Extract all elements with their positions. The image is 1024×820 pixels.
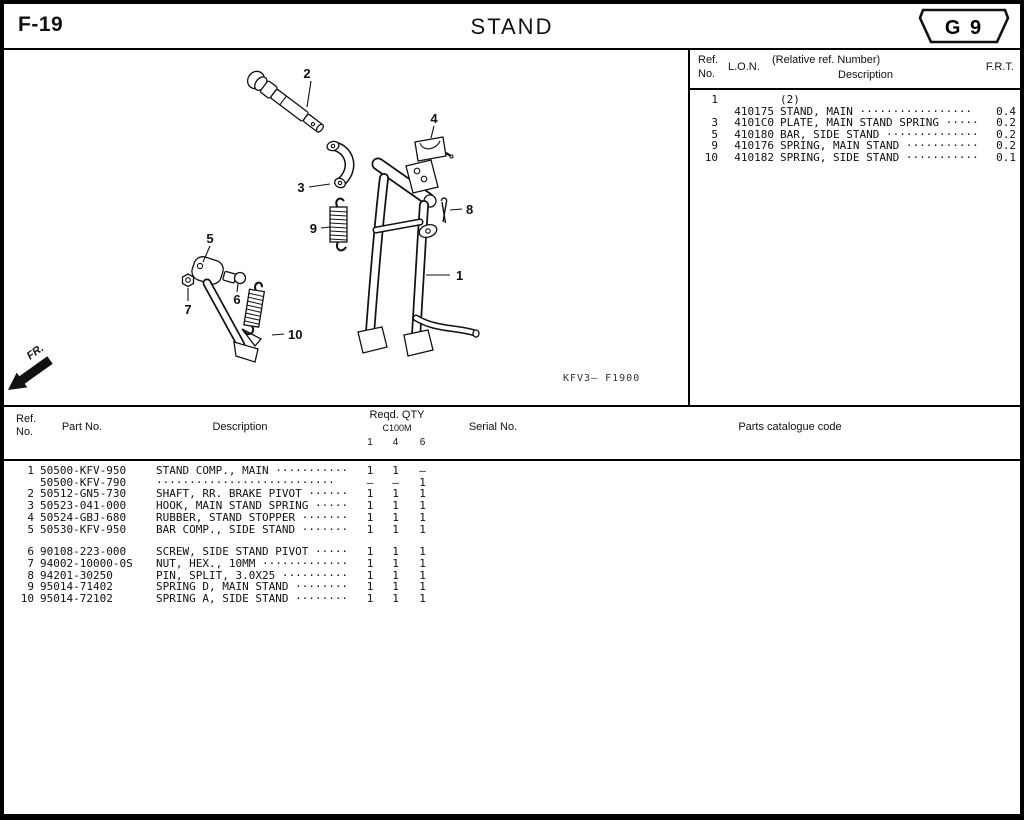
reqd-qty-header: Reqd. QTY <box>369 409 425 421</box>
frt-col-header: F.R.T. <box>985 61 1014 73</box>
pivot-screw-part <box>222 270 247 285</box>
side-stand-part <box>191 256 263 363</box>
reference-table-panel: Ref. No. L.O.N. (Relative ref. Number) D… <box>688 50 1020 405</box>
callout-2: 2 <box>303 66 310 81</box>
callout-leaders <box>187 80 463 336</box>
leader-dots: ················· <box>859 105 973 118</box>
model-code-header: C100M <box>382 423 412 433</box>
callout-7: 7 <box>184 302 191 317</box>
table-row: 1(2) <box>711 93 800 106</box>
leader-dots: ········ <box>295 593 349 605</box>
leader-dots: ····· <box>314 546 349 558</box>
leader-dots: ··········· <box>905 151 979 164</box>
leader-dots: ··········· <box>905 140 979 152</box>
ref-col-header-line1: Ref. <box>16 413 37 425</box>
qty-col-6: 6 <box>419 437 426 448</box>
diagram-code: KFV3— F1900 <box>563 373 640 384</box>
reference-table-header: Ref. No. L.O.N. (Relative ref. Number) D… <box>690 50 1020 90</box>
leader-dots: ·············· <box>885 128 979 141</box>
fr-arrow: FR. <box>8 342 53 390</box>
callout-8: 8 <box>466 202 473 217</box>
callout-5: 5 <box>206 231 213 246</box>
parts-catalogue-code-header: Parts catalogue code <box>738 421 842 433</box>
callout-9: 9 <box>310 221 317 236</box>
main-stand-part <box>357 157 480 357</box>
relative-ref-header: (Relative ref. Number) <box>772 54 881 66</box>
leader-dots: ······ <box>308 488 349 501</box>
serial-no-col-header: Serial No. <box>468 421 518 433</box>
leader-dots: ····· <box>945 117 979 129</box>
qty-col-1: 1 <box>367 437 373 448</box>
leader-dots: ····· <box>314 500 349 512</box>
block-ref-label: G 9 <box>945 17 983 39</box>
callout-4: 4 <box>430 111 438 126</box>
ref-col-header-line1: Ref. <box>698 54 719 66</box>
description-col-header: Description <box>838 69 894 81</box>
hex-nut-part <box>181 273 195 288</box>
exploded-parts-diagram: 1 2 3 4 5 6 7 8 9 10 FR. KFV3— F1900 <box>8 66 640 390</box>
side-stand-spring-part <box>243 281 266 336</box>
badge-shape <box>918 8 1010 44</box>
callout-1: 1 <box>456 268 463 283</box>
leader-dots: ······· <box>301 511 349 524</box>
table-row: 50500-KFV-790···························… <box>40 475 426 489</box>
parts-table: Ref. No. Part No. Description Reqd. QTY … <box>4 405 1020 814</box>
leader-dots: ··········· <box>275 465 349 477</box>
page-header: F-19 STAND G 9 <box>4 4 1020 50</box>
qty-column-numbers: 1 4 6 <box>4 437 1020 448</box>
part-no-col-header: Part No. <box>61 421 103 433</box>
leader-dots: ············· <box>261 557 349 570</box>
callout-labels: 1 2 3 4 5 6 7 8 9 10 <box>184 66 473 342</box>
leader-dots: ········ <box>295 581 349 594</box>
leader-dots: ·········· <box>281 569 349 582</box>
rubber-stopper-part <box>414 136 454 162</box>
callout-10: 10 <box>288 327 302 342</box>
lon-col-header: L.O.N. <box>728 61 760 73</box>
parts-table-header: Ref. No. Part No. Description Reqd. QTY … <box>4 407 1020 461</box>
callout-3: 3 <box>297 180 304 195</box>
page-title: STAND <box>470 14 554 39</box>
leader-dots: ··························· <box>156 476 335 489</box>
callout-6: 6 <box>233 292 240 307</box>
shaft-part <box>246 70 324 133</box>
description-col-header: Description <box>212 421 268 433</box>
ref-col-header-line2: No. <box>698 68 716 80</box>
block-ref-badge: G 9 <box>918 8 1010 44</box>
split-pin-part <box>440 197 448 224</box>
leader-dots: ······· <box>301 523 349 536</box>
main-stand-spring-part <box>329 197 348 252</box>
hook-part <box>326 140 355 189</box>
fr-label: FR. <box>25 342 46 362</box>
qty-col-4: 4 <box>392 437 399 448</box>
ref-col-header-line2: No. <box>16 426 34 438</box>
page-code: F-19 <box>18 13 64 36</box>
